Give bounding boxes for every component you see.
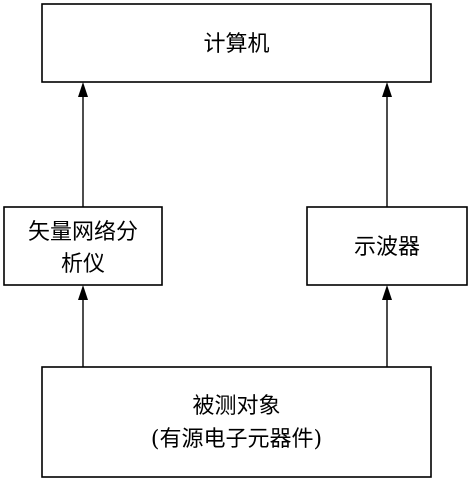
node-computer-label: 计算机 [203,32,269,57]
node-dut-label-line1: 被测对象 [192,394,280,419]
edge-dut-to-oscilloscope [382,285,392,367]
node-vna: 矢量网络分 析仪 [3,206,163,286]
node-dut-label-line2: (有源电子元器件) [151,427,322,452]
edge-oscilloscope-to-computer-arrowhead [382,82,392,97]
edge-oscilloscope-to-computer [382,82,392,207]
node-dut: 被测对象 (有源电子元器件) [41,366,432,478]
edge-vna-to-computer [78,82,88,207]
node-vna-label-line2: 析仪 [61,252,105,277]
node-computer: 计算机 [41,3,432,83]
node-vna-box [3,206,163,286]
node-oscilloscope: 示波器 [306,206,468,286]
edge-dut-to-vna [78,285,88,367]
node-vna-label-line1: 矢量网络分 [28,220,138,245]
node-dut-box [41,366,432,478]
edge-dut-to-vna-arrowhead [78,285,88,300]
node-computer-box [41,3,432,83]
node-oscilloscope-label: 示波器 [354,235,420,260]
edge-dut-to-oscilloscope-arrowhead [382,285,392,300]
edge-vna-to-computer-arrowhead [78,82,88,97]
